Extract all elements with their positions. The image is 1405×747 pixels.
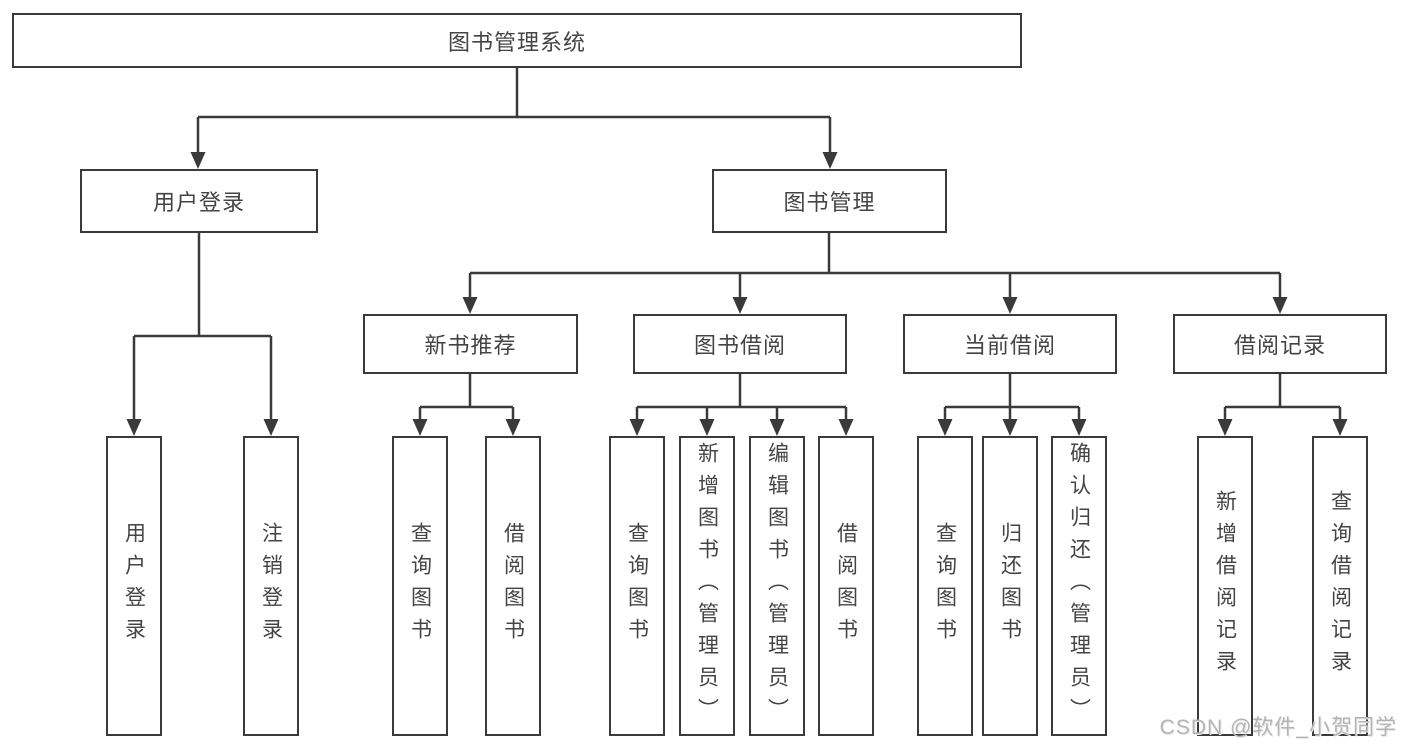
watermark-text: CSDN @软件_小贺同学 bbox=[1159, 716, 1397, 739]
node-user-login: 用户登录 bbox=[80, 169, 318, 233]
node-label: 图书管理系统 bbox=[447, 29, 586, 55]
leaf-query-books-current: 查询图书 bbox=[917, 436, 973, 736]
leaf-edit-book-admin: 编辑图书（管理员） bbox=[749, 436, 805, 736]
leaf-add-borrow-record: 新增借阅记录 bbox=[1197, 436, 1253, 736]
node-label: 用户登录 bbox=[122, 522, 146, 650]
leaf-logout: 注销登录 bbox=[243, 436, 299, 736]
node-label: 查询图书 bbox=[933, 522, 957, 650]
node-label: 编辑图书（管理员） bbox=[765, 442, 789, 730]
leaf-borrow-books: 借阅图书 bbox=[818, 436, 874, 736]
node-label: 新书推荐 bbox=[424, 333, 517, 358]
node-label: 查询图书 bbox=[408, 522, 432, 650]
node-label: 查询图书 bbox=[625, 522, 649, 650]
node-label: 借阅图书 bbox=[501, 522, 525, 650]
node-label: 借阅图书 bbox=[834, 522, 858, 650]
node-label: 用户登录 bbox=[152, 190, 245, 215]
node-label: 确认归还（管理员） bbox=[1067, 442, 1091, 730]
node-label: 借阅记录 bbox=[1233, 333, 1326, 358]
node-label: 注销登录 bbox=[259, 522, 283, 650]
node-library-management-system: 图书管理系统 bbox=[12, 13, 1022, 68]
node-label: 新增借阅记录 bbox=[1213, 490, 1237, 682]
node-current-borrowing: 当前借阅 bbox=[903, 314, 1117, 374]
leaf-borrow-books-recommend: 借阅图书 bbox=[485, 436, 541, 736]
node-label: 查询借阅记录 bbox=[1328, 490, 1352, 682]
node-label: 图书借阅 bbox=[693, 333, 786, 358]
leaf-user-login: 用户登录 bbox=[106, 436, 162, 736]
leaf-query-borrow-record: 查询借阅记录 bbox=[1312, 436, 1368, 736]
node-label: 当前借阅 bbox=[963, 333, 1056, 358]
node-new-book-recommendation: 新书推荐 bbox=[363, 314, 578, 374]
node-label: 图书管理 bbox=[783, 190, 876, 215]
leaf-confirm-return-admin: 确认归还（管理员） bbox=[1051, 436, 1107, 736]
node-borrowing-records: 借阅记录 bbox=[1173, 314, 1387, 374]
node-book-borrowing: 图书借阅 bbox=[633, 314, 847, 374]
leaf-add-book-admin: 新增图书（管理员） bbox=[679, 436, 735, 736]
node-label: 归还图书 bbox=[998, 522, 1022, 650]
node-book-management: 图书管理 bbox=[712, 169, 947, 233]
leaf-return-books: 归还图书 bbox=[982, 436, 1038, 736]
node-label: 新增图书（管理员） bbox=[695, 442, 719, 730]
leaf-query-books-recommend: 查询图书 bbox=[392, 436, 448, 736]
leaf-query-books-borrowing: 查询图书 bbox=[609, 436, 665, 736]
